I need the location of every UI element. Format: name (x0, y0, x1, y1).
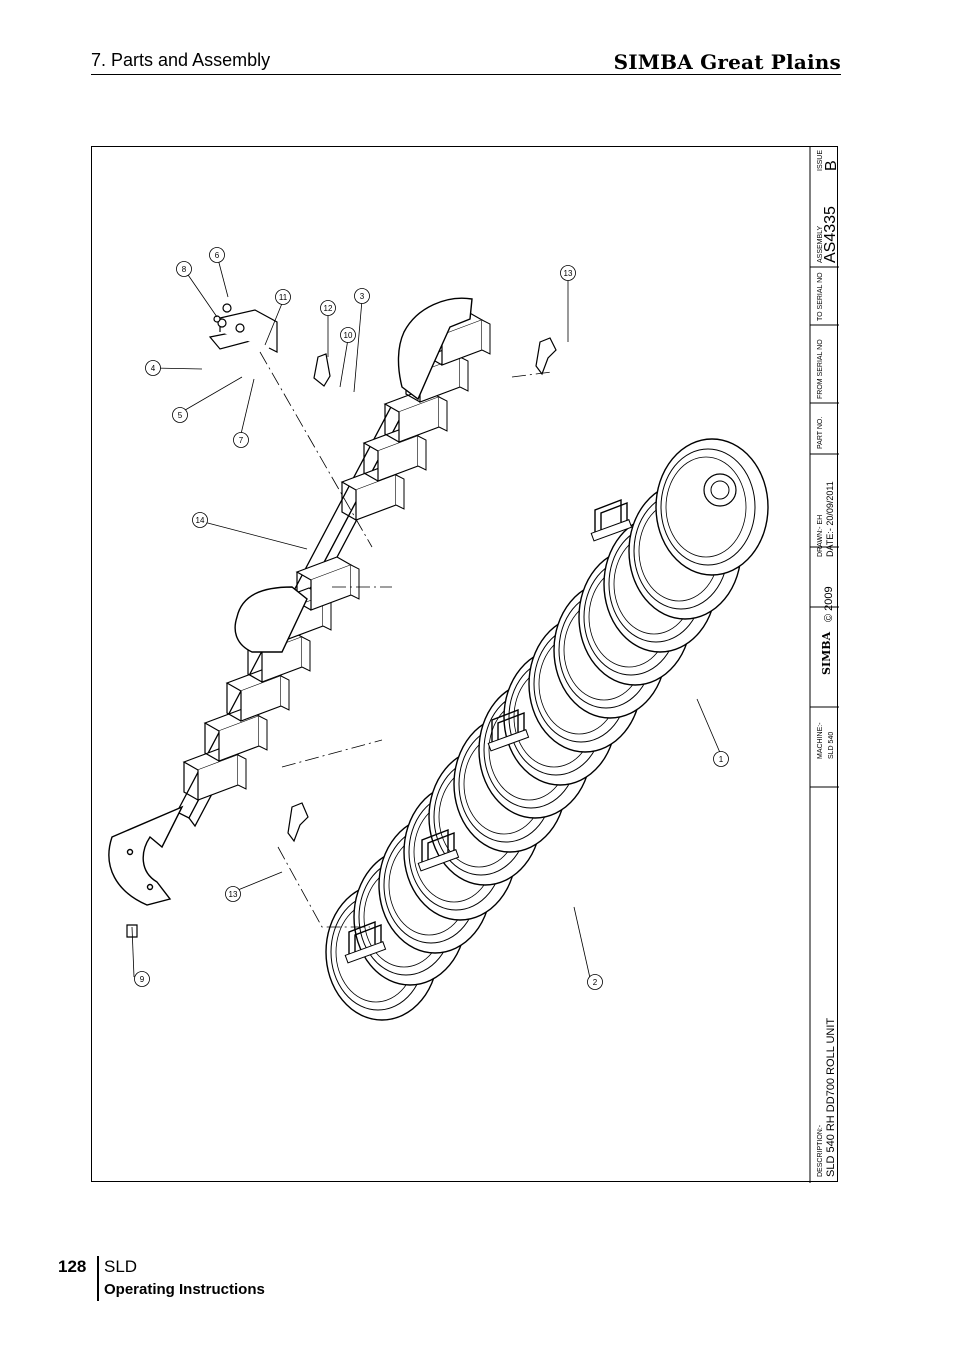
svg-text:13: 13 (564, 269, 573, 278)
callout-13a: 13 (560, 265, 576, 281)
copyright: © 2009 (823, 586, 835, 622)
callout-bubbles: 1 2 3 4 5 6 7 8 9 10 11 12 13 13 14 (134, 247, 729, 990)
callout-14: 14 (192, 512, 208, 528)
description-value: SLD 540 RH DD700 ROLL UNIT (825, 1018, 837, 1177)
assembly-label: ASSEMBLY (817, 225, 824, 263)
parts-drawing-frame: 1 2 3 4 5 6 7 8 9 10 11 12 13 13 14 DESC… (91, 146, 839, 1183)
svg-text:12: 12 (324, 304, 333, 313)
assembly-number: AS4335 (822, 206, 839, 263)
leader-lines (131, 258, 722, 979)
drawing-date: DATE:- 20/09/2011 (825, 481, 835, 557)
svg-text:10: 10 (344, 331, 353, 340)
svg-text:7: 7 (239, 436, 244, 445)
svg-text:6: 6 (215, 251, 220, 260)
exploded-assembly-drawing: 1 2 3 4 5 6 7 8 9 10 11 12 13 13 14 DESC… (108, 147, 839, 1183)
alignment-lines (259, 351, 553, 928)
drawn-by: DRAWN:- EH (817, 515, 824, 557)
description-label: DESCRIPTION:- (817, 1124, 824, 1177)
section-title: 7. Parts and Assembly (91, 50, 271, 70)
callout-12: 12 (320, 300, 336, 316)
svg-text:3: 3 (360, 292, 365, 301)
header-rule (91, 74, 841, 75)
svg-text:13: 13 (229, 890, 238, 899)
svg-text:1: 1 (719, 755, 724, 764)
model-name: SLD (104, 1257, 138, 1276)
end-plate-left (108, 805, 184, 906)
callout-6: 6 (209, 247, 225, 263)
callout-1: 1 (713, 751, 729, 767)
callout-8: 8 (176, 261, 192, 277)
machine-label: MACHINE:- (817, 722, 824, 759)
svg-text:2: 2 (593, 978, 598, 987)
issue-value: B (823, 160, 839, 171)
issue-label: ISSUE (817, 150, 824, 171)
title-block-text: DESCRIPTION:- SLD 540 RH DD700 ROLL UNIT… (817, 150, 839, 1177)
svg-text:5: 5 (178, 411, 183, 420)
simba-stamp: SIMBA (820, 631, 833, 675)
callout-13b: 13 (225, 886, 241, 902)
callout-9: 9 (134, 971, 150, 987)
small-parts (126, 303, 557, 938)
callout-10: 10 (340, 327, 356, 343)
callout-4: 4 (145, 360, 161, 376)
end-plate-right (397, 297, 473, 401)
page-number: 128 (58, 1257, 87, 1276)
callout-3: 3 (354, 288, 370, 304)
end-plate-mid (234, 586, 308, 653)
title-block (809, 147, 839, 1183)
svg-text:9: 9 (140, 975, 145, 984)
part-no-label: PART NO. (817, 417, 824, 449)
footer-divider (97, 1256, 99, 1301)
svg-text:11: 11 (279, 293, 288, 302)
svg-text:8: 8 (182, 265, 187, 274)
callout-11: 11 (275, 289, 291, 305)
svg-text:14: 14 (196, 516, 205, 525)
roller-discs (325, 438, 769, 1021)
svg-text:4: 4 (151, 364, 156, 373)
machine-value: SLD 540 (828, 732, 835, 759)
from-serial-label: FROM SERIAL NO (817, 339, 824, 399)
callout-5: 5 (172, 407, 188, 423)
callout-2: 2 (587, 974, 603, 990)
brand-logo: SIMBA Great Plains (613, 50, 841, 74)
manual-title: Operating Instructions (104, 1281, 265, 1298)
callout-7: 7 (233, 432, 249, 448)
to-serial-label: TO SERIAL NO (817, 272, 824, 321)
